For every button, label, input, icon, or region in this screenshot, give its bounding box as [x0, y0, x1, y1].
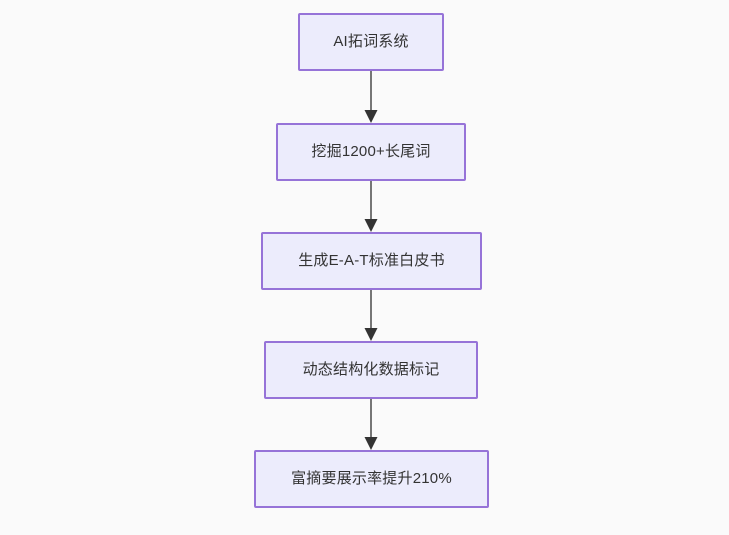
flow-node-label: 生成E-A-T标准白皮书	[298, 252, 445, 269]
flow-node-dynamic-structured-data-markup[interactable]: 动态结构化数据标记	[264, 341, 478, 399]
flow-node-label: 富摘要展示率提升210%	[291, 470, 452, 487]
edge-node2-node3	[364, 181, 378, 232]
flow-node-mine-longtail-keywords[interactable]: 挖掘1200+长尾词	[276, 123, 466, 181]
edge-node1-node2	[364, 71, 378, 123]
edge-node3-node4	[364, 290, 378, 341]
arrowhead-icon	[364, 437, 378, 450]
flow-node-generate-eat-whitepaper[interactable]: 生成E-A-T标准白皮书	[261, 232, 482, 290]
arrowhead-icon	[364, 110, 378, 123]
flow-node-rich-snippet-rate-increase[interactable]: 富摘要展示率提升210%	[254, 450, 489, 508]
flow-node-ai-keyword-system[interactable]: AI拓词系统	[298, 13, 444, 71]
flow-node-label: AI拓词系统	[333, 33, 409, 50]
arrowhead-icon	[364, 219, 378, 232]
edge-node4-node5	[364, 399, 378, 450]
flow-node-label: 动态结构化数据标记	[302, 361, 440, 378]
flow-node-label: 挖掘1200+长尾词	[311, 143, 431, 160]
arrowhead-icon	[364, 328, 378, 341]
